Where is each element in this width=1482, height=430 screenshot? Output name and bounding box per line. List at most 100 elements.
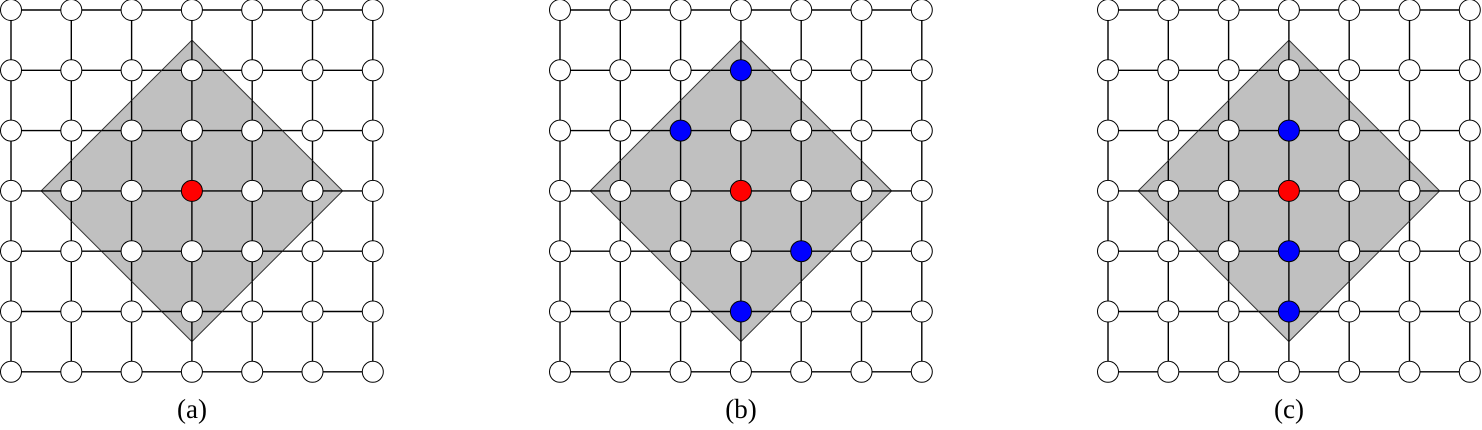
center-node <box>729 179 752 202</box>
lattice-node <box>361 59 384 82</box>
lattice-node <box>241 240 264 263</box>
lattice-node <box>1458 0 1481 21</box>
lattice-node <box>1458 360 1481 383</box>
lattice-node <box>669 240 692 263</box>
lattice-node <box>241 0 264 21</box>
lattice-node <box>0 240 22 263</box>
lattice-node <box>1157 179 1180 202</box>
selected-node <box>669 119 692 142</box>
lattice-node <box>120 360 143 383</box>
lattice-node <box>180 119 203 142</box>
lattice-node <box>1458 59 1481 82</box>
lattice-node <box>1458 300 1481 323</box>
lattice-node <box>120 0 143 21</box>
lattice-node <box>609 119 632 142</box>
lattice-node <box>669 59 692 82</box>
lattice-node <box>1217 300 1240 323</box>
lattice-node <box>910 240 933 263</box>
lattice-node <box>1217 119 1240 142</box>
lattice-node <box>850 119 873 142</box>
lattice-node <box>1277 0 1300 21</box>
lattice-node <box>241 59 264 82</box>
lattice-node <box>60 360 83 383</box>
lattice-node <box>1338 0 1361 21</box>
lattice-node <box>361 300 384 323</box>
caption-b: (b) <box>725 394 757 424</box>
lattice-node <box>1338 360 1361 383</box>
lattice-node <box>1157 119 1180 142</box>
selected-node <box>729 300 752 323</box>
lattice-node <box>669 179 692 202</box>
lattice-node <box>361 179 384 202</box>
lattice-node <box>1398 300 1421 323</box>
lattice-node <box>120 59 143 82</box>
lattice-node <box>301 119 324 142</box>
lattice-node <box>0 119 22 142</box>
selected-node <box>790 240 813 263</box>
lattice-node <box>1458 179 1481 202</box>
lattice-node <box>790 360 813 383</box>
lattice-node <box>1157 59 1180 82</box>
lattice-node <box>301 300 324 323</box>
lattice-node <box>910 119 933 142</box>
lattice-node <box>790 0 813 21</box>
lattice-node <box>0 0 22 21</box>
lattice-node <box>241 300 264 323</box>
lattice-node <box>609 59 632 82</box>
lattice-node <box>361 0 384 21</box>
lattice-node <box>301 240 324 263</box>
lattice-node <box>609 240 632 263</box>
lattice-node <box>1217 0 1240 21</box>
lattice-node <box>60 240 83 263</box>
center-node <box>1277 179 1300 202</box>
selected-node <box>1277 300 1300 323</box>
lattice-node <box>850 360 873 383</box>
lattice-node <box>120 300 143 323</box>
lattice-node <box>1398 179 1421 202</box>
center-node <box>180 179 203 202</box>
lattice-node <box>60 119 83 142</box>
lattice-node <box>1338 59 1361 82</box>
lattice-node <box>1277 360 1300 383</box>
lattice-node <box>1097 119 1119 142</box>
lattice-node <box>850 59 873 82</box>
lattice-node <box>609 300 632 323</box>
lattice-node <box>1157 0 1180 21</box>
selected-node <box>729 59 752 82</box>
lattice-node <box>609 360 632 383</box>
lattice-node <box>180 0 203 21</box>
lattice-node <box>1097 59 1119 82</box>
lattice-node <box>120 179 143 202</box>
lattice-node <box>729 240 752 263</box>
lattice-node <box>790 119 813 142</box>
lattice-node <box>1277 59 1300 82</box>
lattice-node <box>180 300 203 323</box>
lattice-node <box>1338 179 1361 202</box>
lattice-node <box>910 179 933 202</box>
lattice-node <box>1097 0 1119 21</box>
lattice-node <box>549 240 571 263</box>
lattice-node <box>1458 240 1481 263</box>
lattice-node <box>1338 119 1361 142</box>
lattice-node <box>1398 119 1421 142</box>
lattice-node <box>301 360 324 383</box>
lattice-node <box>850 179 873 202</box>
lattice-node <box>1217 240 1240 263</box>
lattice-node <box>1157 240 1180 263</box>
lattice-node <box>1217 179 1240 202</box>
lattice-node <box>1097 240 1119 263</box>
lattice-node <box>669 300 692 323</box>
lattice-node <box>1097 179 1119 202</box>
lattice-node <box>850 240 873 263</box>
lattice-node <box>910 360 933 383</box>
lattice-node <box>0 179 22 202</box>
lattice-node <box>549 300 571 323</box>
lattice-node <box>60 0 83 21</box>
lattice-node <box>790 59 813 82</box>
lattice-node <box>1338 300 1361 323</box>
lattice-node <box>910 300 933 323</box>
lattice-node <box>0 360 22 383</box>
lattice-node <box>301 179 324 202</box>
lattice-node <box>609 179 632 202</box>
lattice-node <box>180 59 203 82</box>
